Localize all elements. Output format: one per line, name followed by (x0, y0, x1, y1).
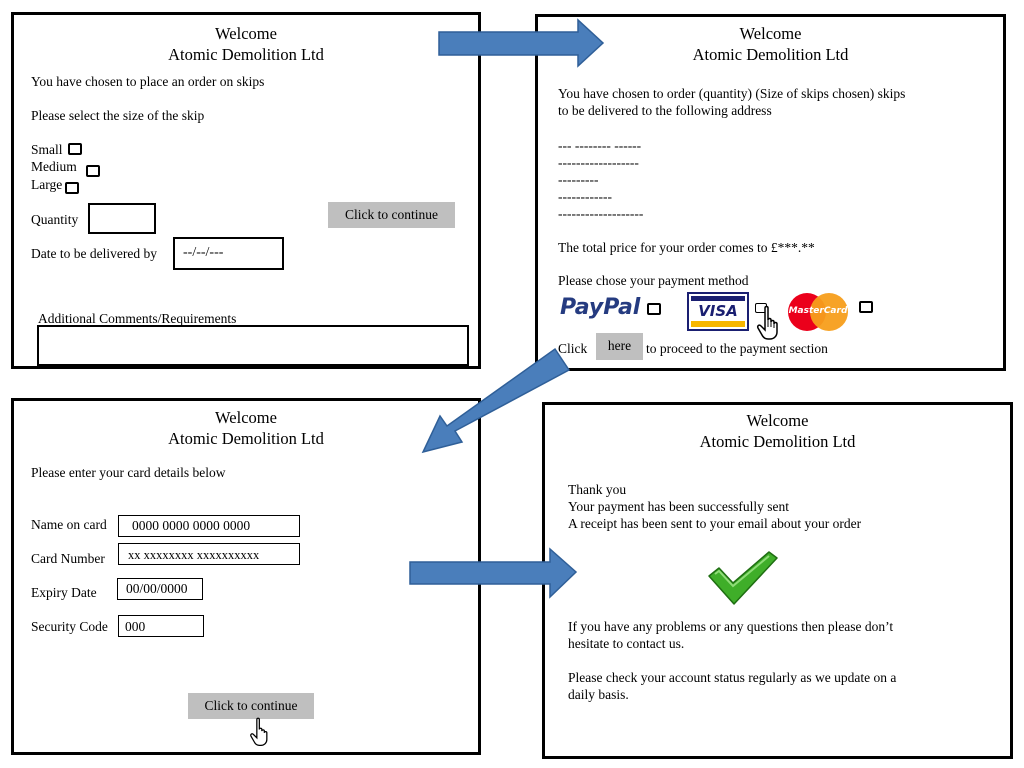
paypal-logo-text: PayPal (560, 295, 641, 320)
comments-input[interactable] (37, 325, 469, 366)
size-medium-label: Medium (31, 159, 77, 174)
total-price-text: The total price for your order comes to … (558, 240, 815, 255)
problems-text-line-1: If you have any problems or any question… (568, 619, 894, 634)
size-large-checkbox[interactable] (65, 182, 79, 194)
delivery-date-label: Date to be delivered by (31, 246, 157, 261)
select-size-text: Please select the size of the skip (31, 108, 205, 123)
mastercard-checkbox[interactable] (859, 301, 873, 313)
visa-logo[interactable]: VISA (687, 292, 749, 331)
order-summary-panel: Welcome Atomic Demolition Ltd You have c… (535, 14, 1006, 371)
hand-pointer-icon (250, 717, 268, 746)
paypal-logo[interactable]: PayPal (560, 293, 640, 323)
thank-you-text: Thank you (568, 482, 627, 497)
welcome-heading: Welcome (746, 411, 809, 430)
comments-label: Additional Comments/Requirements (38, 311, 237, 326)
account-check-line-1: Please check your account status regular… (568, 670, 897, 685)
payment-prompt-text: Please chose your payment method (558, 273, 749, 288)
order-form-panel: Welcome Atomic Demolition Ltd You have c… (11, 12, 481, 369)
delivery-date-input[interactable]: --/--/--- (173, 237, 284, 270)
address-line-5: ------------------- (558, 206, 644, 221)
account-check-line-2: daily basis. (568, 687, 629, 702)
size-small-label: Small (31, 142, 63, 157)
continue-button[interactable]: Click to continue (328, 202, 455, 228)
quantity-input[interactable] (88, 203, 156, 234)
continue-button[interactable]: Click to continue (188, 693, 314, 719)
proceed-text: to proceed to the payment section (646, 341, 828, 356)
address-line-3: --------- (558, 172, 599, 187)
order-summary-line-2: to be delivered to the following address (558, 103, 772, 118)
here-button[interactable]: here (596, 333, 643, 360)
company-name: Atomic Demolition Ltd (692, 45, 849, 64)
address-line-1: --- -------- ------ (558, 138, 642, 153)
address-line-2: ------------------ (558, 155, 639, 170)
order-summary-line-1: You have chosen to order (quantity) (Siz… (558, 86, 906, 101)
security-code-input[interactable]: 000 (118, 615, 204, 637)
expiry-date-label: Expiry Date (31, 585, 97, 600)
address-line-4: ------------ (558, 189, 612, 204)
quantity-label: Quantity (31, 212, 79, 227)
company-name: Atomic Demolition Ltd (699, 432, 856, 451)
size-large-label: Large (31, 177, 63, 192)
checkmark-icon (708, 551, 778, 605)
mastercard-logo-text: MasterCard (788, 306, 848, 316)
visa-logo-text: VISA (698, 302, 738, 320)
card-instruction-text: Please enter your card details below (31, 465, 226, 480)
card-details-panel: Welcome Atomic Demolition Ltd Please ent… (11, 398, 481, 755)
expiry-date-input[interactable]: 00/00/0000 (117, 578, 203, 600)
confirmation-panel: Welcome Atomic Demolition Ltd Thank you … (542, 402, 1013, 759)
company-name: Atomic Demolition Ltd (168, 45, 324, 64)
size-medium-checkbox[interactable] (86, 165, 100, 177)
name-on-card-label: Name on card (31, 517, 107, 532)
paypal-checkbox[interactable] (647, 303, 661, 315)
company-name: Atomic Demolition Ltd (168, 429, 324, 448)
order-intro-text: You have chosen to place an order on ski… (31, 74, 265, 89)
name-on-card-input[interactable]: 0000 0000 0000 0000 (118, 515, 300, 537)
welcome-heading: Welcome (215, 24, 277, 43)
security-code-label: Security Code (31, 619, 108, 634)
welcome-heading: Welcome (739, 24, 802, 43)
welcome-heading: Welcome (215, 408, 277, 427)
click-label: Click (558, 341, 588, 356)
problems-text-line-2: hesitate to contact us. (568, 636, 685, 651)
card-number-label: Card Number (31, 551, 105, 566)
card-number-input[interactable]: xx xxxxxxxx xxxxxxxxxx (118, 543, 300, 565)
payment-sent-text: Your payment has been successfully sent (568, 499, 789, 514)
receipt-text: A receipt has been sent to your email ab… (568, 516, 862, 531)
mastercard-logo[interactable]: MasterCard (788, 293, 850, 331)
hand-pointer-icon (757, 305, 778, 340)
size-small-checkbox[interactable] (68, 143, 82, 155)
